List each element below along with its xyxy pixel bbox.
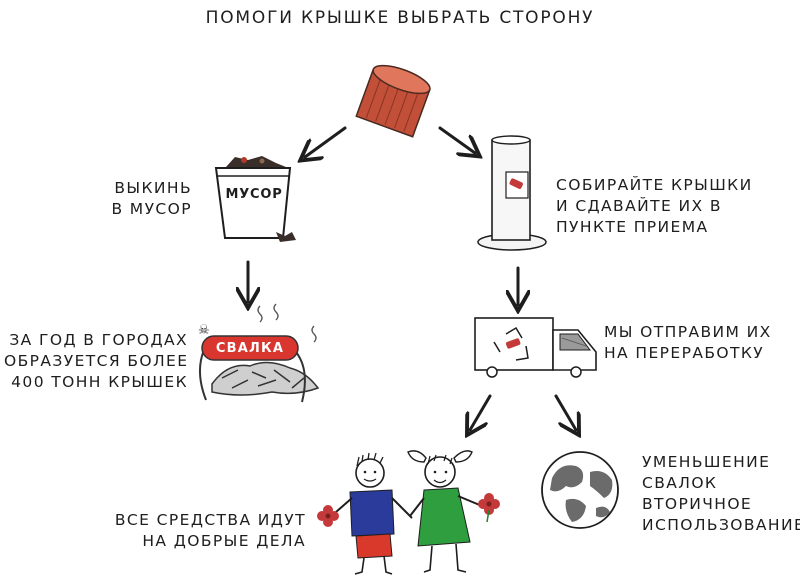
recycling-text: МЫ ОТПРАВИМ ИХ НА ПЕРЕРАБОТКУ (604, 322, 772, 364)
children-icon (317, 450, 500, 575)
collect-caps-text: СОБИРАЙТЕ КРЫШКИ И СДАВАЙТЕ ИХ В ПУНКТЕ … (556, 175, 753, 238)
text-line: 400 ТОНН КРЫШЕК (11, 373, 188, 391)
bin-label: МУСОР (225, 187, 283, 202)
text-line: ОБРАЗУЕТСЯ БОЛЕЕ (4, 352, 189, 370)
collection-tube-icon (477, 135, 547, 251)
landfill-fact-text: ЗА ГОД В ГОРОДАХ ОБРАЗУЕТСЯ БОЛЕЕ 400 ТО… (4, 330, 188, 393)
text-line: УМЕНЬШЕНИЕ (642, 453, 771, 471)
text-line: ВЫКИНЬ (114, 179, 192, 197)
arrow-icon (305, 126, 347, 157)
flower-right (478, 493, 500, 523)
recycling-truck-icon (474, 317, 597, 378)
text-line: В МУСОР (111, 200, 192, 218)
landfill-icon: ☠ (198, 303, 320, 403)
text-line: ВТОРИЧНОЕ (642, 495, 753, 513)
text-line: ПУНКТЕ ПРИЕМА (556, 218, 709, 236)
page-title: ПОМОГИ КРЫШКЕ ВЫБРАТЬ СТОРОНУ (205, 8, 595, 28)
dump-sign-label: СВАЛКА (215, 341, 285, 356)
throw-away-text: ВЫКИНЬ В МУСОР (100, 178, 192, 220)
text-line: СОБИРАЙТЕ КРЫШКИ (556, 176, 753, 194)
svg-text:☠: ☠ (198, 323, 210, 338)
arrow-icon (554, 394, 576, 430)
benefits-text: УМЕНЬШЕНИЕ СВАЛОК ВТОРИЧНОЕ ИСПОЛЬЗОВАНИ… (642, 452, 800, 536)
trash-bin-icon (214, 156, 296, 242)
globe-icon (541, 451, 619, 529)
text-line: ВСЕ СРЕДСТВА ИДУТ (114, 511, 306, 529)
flow-arrows (248, 126, 576, 430)
arrow-icon (438, 126, 475, 153)
text-line: МЫ ОТПРАВИМ ИХ (604, 323, 772, 341)
charity-text: ВСЕ СРЕДСТВА ИДУТ НА ДОБРЫЕ ДЕЛА (96, 510, 306, 552)
text-line: ЗА ГОД В ГОРОДАХ (9, 331, 188, 349)
flower-left (317, 505, 339, 527)
text-line: НА ДОБРЫЕ ДЕЛА (142, 532, 306, 550)
text-line: НА ПЕРЕРАБОТКУ (604, 344, 765, 362)
bottle-cap-icon (355, 64, 431, 138)
text-line: И СДАВАЙТЕ ИХ В (556, 197, 722, 215)
text-line: ИСПОЛЬЗОВАНИЕ (642, 516, 800, 534)
text-line: СВАЛОК (642, 474, 718, 492)
arrow-icon (470, 394, 492, 430)
